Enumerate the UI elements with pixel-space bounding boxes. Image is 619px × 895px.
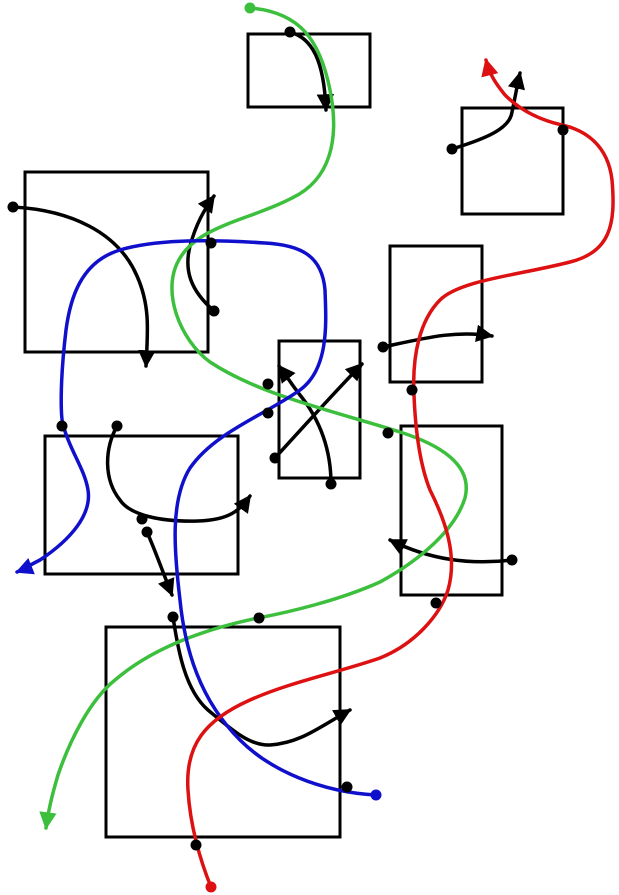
dot-j: [262, 407, 274, 419]
box-e: [277, 339, 362, 480]
dot-i: [262, 378, 274, 390]
dot-v: [341, 781, 353, 793]
dot-e: [205, 237, 217, 249]
blue-start-dot: [370, 789, 382, 801]
green-start-dot: [244, 2, 256, 14]
box-g: [399, 424, 504, 597]
green-wire: [39, 6, 468, 830]
black-wire-d: [186, 194, 216, 313]
dot-n: [56, 420, 68, 432]
blue-wire: [15, 238, 378, 797]
terminal-dots: [7, 2, 569, 893]
box-c: [23, 170, 210, 354]
dot-c: [557, 124, 569, 136]
dot-u: [253, 612, 265, 624]
black-wire-k: [171, 615, 352, 747]
black-wire-g: [277, 364, 333, 486]
dot-p: [136, 513, 148, 525]
dot-r: [506, 554, 518, 566]
black-wire-i: [145, 530, 175, 597]
black-wire-a: [288, 30, 335, 112]
dot-l: [325, 478, 337, 490]
dot-h: [406, 384, 418, 396]
black-wire-h: [105, 424, 252, 523]
dot-s: [430, 597, 442, 609]
dot-g: [377, 341, 389, 353]
black-wire-e: [381, 324, 494, 349]
black-wire-c: [11, 205, 156, 368]
box-d: [388, 244, 484, 384]
red-start-dot: [205, 881, 217, 893]
red-wire: [185, 58, 615, 889]
black-wire-b: [450, 71, 525, 151]
dot-b: [446, 143, 458, 155]
black-wire-f: [273, 362, 364, 460]
dot-o: [111, 420, 123, 432]
dot-a: [284, 26, 296, 38]
dot-k: [269, 452, 281, 464]
box-b: [460, 106, 565, 216]
dot-d: [7, 201, 19, 213]
dot-w: [190, 839, 202, 851]
dot-m: [382, 427, 394, 439]
dot-f: [208, 305, 220, 317]
dot-t: [167, 611, 179, 623]
box-h: [104, 625, 342, 839]
dot-q: [141, 526, 153, 538]
